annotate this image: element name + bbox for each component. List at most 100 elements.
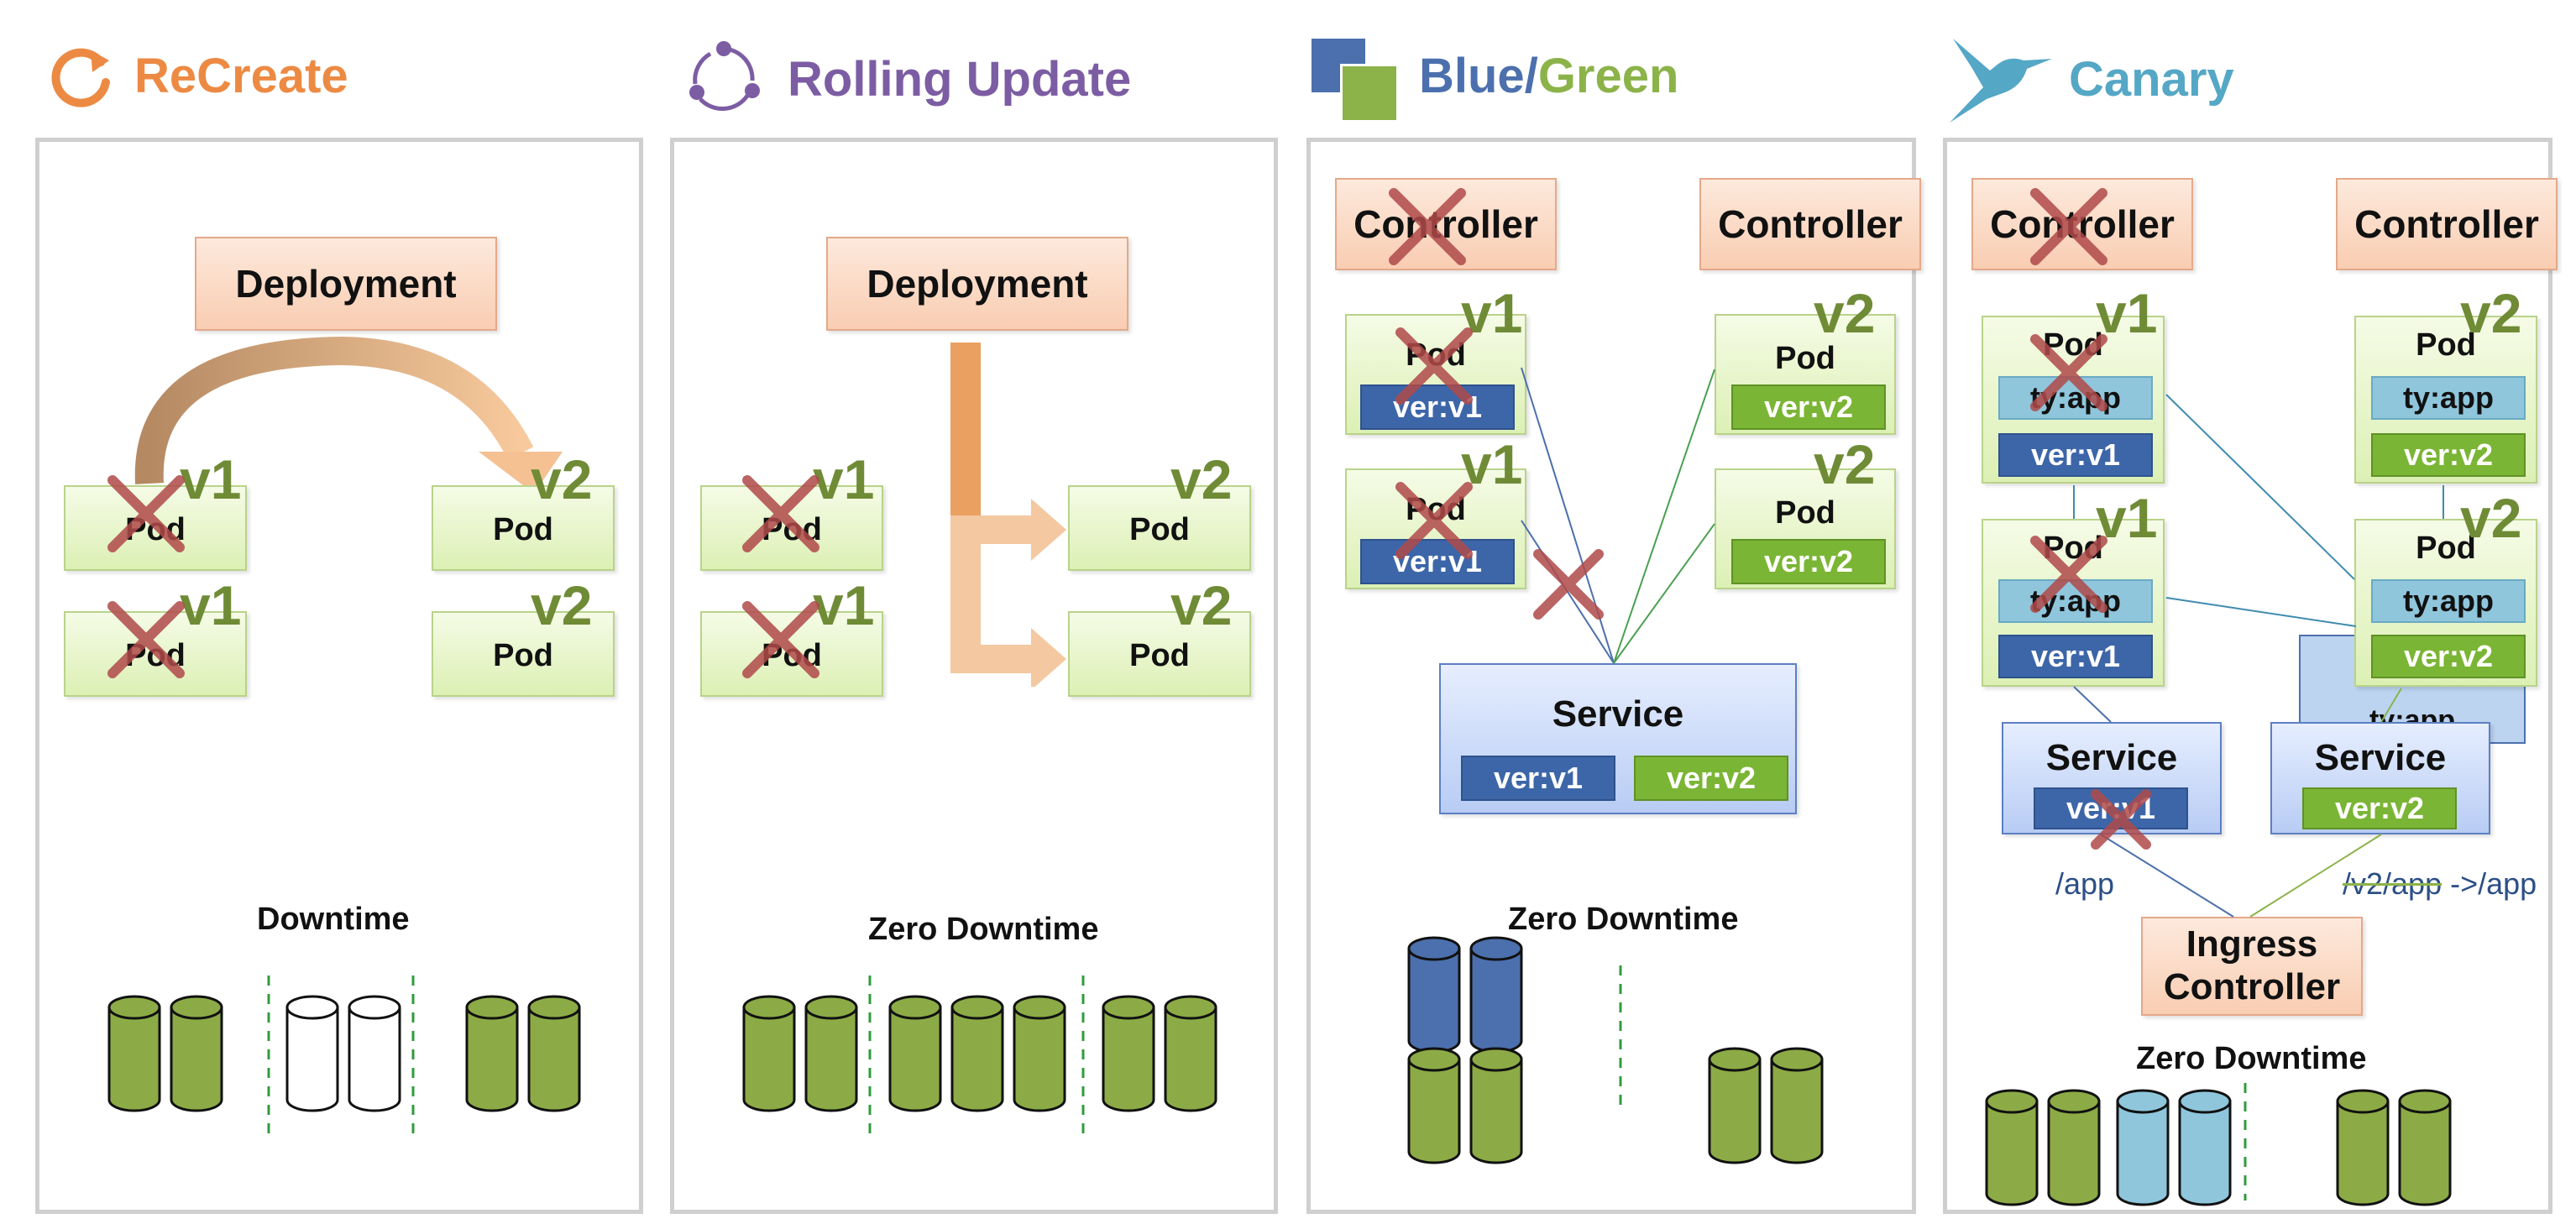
ver-v2-tag: ver:v2 xyxy=(1731,539,1886,584)
rolling-branch-arrows xyxy=(950,343,1066,687)
cross-icon xyxy=(1389,188,1466,265)
version-badge-v2: v2 xyxy=(531,448,593,510)
storage-cylinder-icon xyxy=(1164,995,1217,1112)
ver-v1-tag: ver:v1 xyxy=(1360,384,1515,430)
storage-cylinder-icon xyxy=(1407,936,1461,1054)
cross-icon xyxy=(2030,536,2107,613)
dashed-dividers xyxy=(267,965,2247,1200)
service-label: Service xyxy=(1552,693,1684,735)
route-v2-app: /v2/app ->/app xyxy=(2343,866,2537,902)
version-badge-v1: v1 xyxy=(180,448,242,510)
storage-cylinder-icon xyxy=(348,995,401,1112)
ver-v2-tag: ver:v2 xyxy=(1731,384,1886,430)
storage-cylinder-icon xyxy=(1770,1047,1824,1164)
rolling-deployment: Deployment xyxy=(826,237,1128,331)
bluegreen-caption: Zero Downtime xyxy=(1508,902,1739,937)
canary-caption: Zero Downtime xyxy=(2136,1041,2367,1076)
storage-cylinder-icon xyxy=(742,995,796,1112)
recreate-curved-arrow xyxy=(134,336,563,494)
version-badge-v1: v1 xyxy=(1461,433,1523,495)
version-badge-v2: v2 xyxy=(1170,448,1233,510)
pod-label: Pod xyxy=(1775,341,1835,376)
version-badge-v2: v2 xyxy=(1814,433,1876,495)
storage-cylinder-icon xyxy=(107,995,161,1112)
green-square-icon xyxy=(1340,64,1399,123)
pod-label: Pod xyxy=(1129,512,1190,547)
storage-cylinder-icon xyxy=(2398,1089,2452,1206)
version-badge-v1: v1 xyxy=(2096,282,2158,344)
cross-icon xyxy=(742,601,819,678)
storage-cylinder-icon xyxy=(1013,995,1066,1112)
pod-label: Pod xyxy=(1129,638,1190,673)
bluegreen-title-text: Blue/Green xyxy=(1419,52,1678,101)
storage-cylinder-icon xyxy=(170,995,223,1112)
pod-label: Pod xyxy=(2416,531,2476,566)
connector-line xyxy=(2073,686,2112,723)
cross-icon xyxy=(107,475,185,552)
connector-line xyxy=(2380,688,2402,723)
blue-word: Blue xyxy=(1419,49,1525,103)
cross-icon xyxy=(2091,789,2151,850)
canary-connectors xyxy=(2073,394,2444,918)
storage-cylinder-icon xyxy=(1102,995,1155,1112)
version-badge-v2: v2 xyxy=(1814,282,1876,344)
ver-v1-tag: ver:v1 xyxy=(1998,433,2153,477)
rolling-pod-v2-a: Pod xyxy=(1068,485,1251,571)
version-badge-v1: v1 xyxy=(2096,487,2158,549)
storage-cylinder-icon xyxy=(888,995,942,1112)
storage-cylinder-icon xyxy=(465,995,519,1112)
service-label: Service xyxy=(2314,737,2447,778)
connector-line xyxy=(2100,834,2234,918)
ty-app-tag: ty:app xyxy=(1998,376,2153,420)
bluegreen-pod-v2-b: Pod ver:v2 xyxy=(1715,468,1896,589)
cross-icon xyxy=(107,601,185,678)
pod-label: Pod xyxy=(1775,495,1835,531)
version-badge-v1: v1 xyxy=(813,448,875,510)
canary-pod-v1-a: Pod ty:app ver:v1 xyxy=(1982,316,2165,484)
recreate-pod-v2-b: Pod xyxy=(432,611,615,697)
canary-service-v2: Service ver:v2 xyxy=(2270,722,2490,834)
pod-label: Pod xyxy=(2416,327,2476,363)
canary-pod-v2-a: Pod ty:app ver:v2 xyxy=(2354,316,2537,484)
ver-v1-tag: ver:v1 xyxy=(1461,756,1615,801)
route-app: /app xyxy=(2055,866,2115,901)
storage-cylinder-icon xyxy=(2336,1089,2390,1206)
cross-icon xyxy=(2030,188,2107,265)
version-badge-v2: v2 xyxy=(2460,487,2522,549)
storage-cylinder-icon xyxy=(1469,936,1523,1054)
cross-icon xyxy=(742,475,819,552)
bluegreen-controller-v2: Controller xyxy=(1699,178,1921,270)
version-badge-v1: v1 xyxy=(180,574,242,636)
version-badge-v2: v2 xyxy=(1170,574,1233,636)
rolling-cycle-icon xyxy=(689,41,760,112)
connector-line xyxy=(2249,834,2382,918)
green-word: Green xyxy=(1537,49,1679,103)
cross-icon xyxy=(2030,334,2107,411)
rolling-pod-v2-b: Pod xyxy=(1068,611,1251,697)
service-label: Service xyxy=(2045,737,2178,778)
storage-cylinder-icon xyxy=(2178,1089,2232,1206)
recreate-pod-v2-a: Pod xyxy=(432,485,615,571)
storage-cylinder-icon xyxy=(2047,1089,2101,1206)
ver-v2-tag: ver:v2 xyxy=(2371,635,2526,678)
cross-icon xyxy=(1395,482,1473,559)
pod-label: Pod xyxy=(493,512,553,547)
version-badge-v2: v2 xyxy=(2460,282,2522,344)
storage-cylinder-icon xyxy=(950,995,1004,1112)
recreate-caption: Downtime xyxy=(257,902,410,937)
ver-v2-tag: ver:v2 xyxy=(2302,787,2457,829)
canary-pod-v2-b: Pod ty:app ver:v2 xyxy=(2354,519,2537,687)
cross-icon xyxy=(1395,327,1473,405)
ty-app-tag: ty:app xyxy=(2371,376,2526,420)
pod-label: Pod xyxy=(493,638,553,673)
storage-cylinder-icon xyxy=(2116,1089,2170,1206)
canary-service-v1: Service ver:v1 xyxy=(2002,722,2222,834)
ver-v2-tag: ver:v2 xyxy=(2371,433,2526,477)
recreate-title-text: ReCreate xyxy=(134,49,348,103)
storage-cylinder-icon xyxy=(285,995,339,1112)
storage-cylinder-icon xyxy=(1469,1047,1523,1164)
cross-icon xyxy=(1533,549,1604,620)
ver-v1-tag: ver:v1 xyxy=(1998,635,2153,678)
version-badge-v1: v1 xyxy=(813,574,875,636)
